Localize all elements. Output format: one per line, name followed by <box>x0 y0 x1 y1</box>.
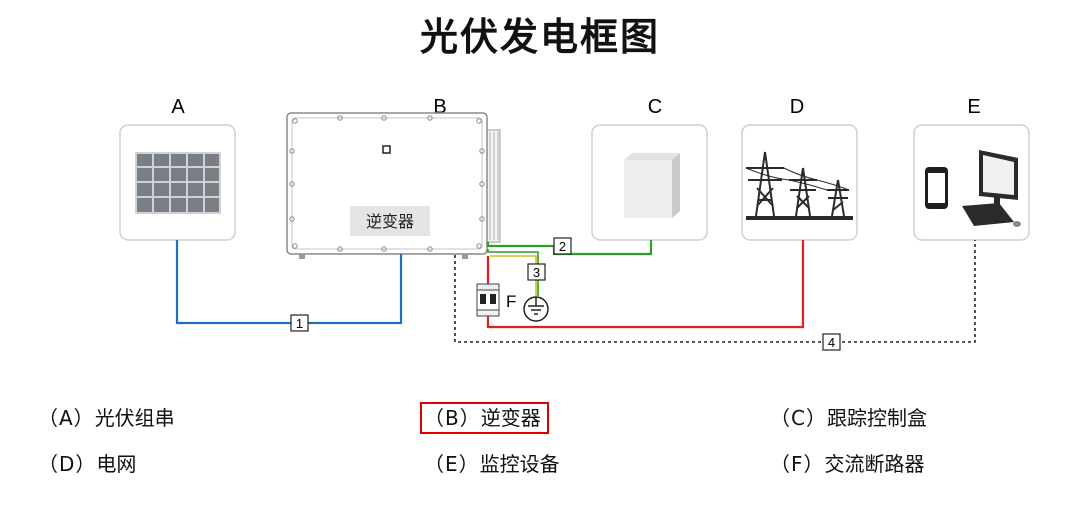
connection-3-label: 3 <box>533 265 540 280</box>
legend-item-c: （C）跟踪控制盒 <box>770 402 927 431</box>
label-d: D <box>790 96 804 118</box>
legend-item-d: （D）电网 <box>38 448 136 477</box>
ac-breaker-icon <box>476 283 500 317</box>
legend-text: 交流断路器 <box>824 452 925 476</box>
legend-key: （A） <box>38 406 95 430</box>
connection-2-comm-cable: 2 <box>486 237 653 256</box>
legend-key: （F） <box>770 452 825 476</box>
diagram-title: 光伏发电框图 <box>419 15 660 59</box>
connection-2-label: 2 <box>559 239 566 254</box>
legend-item-f: （F）交流断路器 <box>770 448 925 477</box>
legend-text: 监控设备 <box>479 452 560 476</box>
label-a: A <box>171 96 185 118</box>
legend-text: 逆变器 <box>480 406 541 430</box>
power-grid-tower-icon <box>745 151 853 220</box>
legend-key: （E） <box>424 452 480 476</box>
ac-grid-cable: F <box>476 240 805 329</box>
connection-4-label: 4 <box>828 335 835 350</box>
legend-text: 光伏组串 <box>94 406 175 430</box>
tracker-control-box-icon <box>624 153 680 218</box>
tracker-control-box <box>591 124 708 241</box>
legend-text: 电网 <box>96 452 137 476</box>
breaker-label: F <box>506 292 516 311</box>
power-grid-box <box>741 124 858 241</box>
label-c: C <box>648 96 662 118</box>
legend-item-a: （A）光伏组串 <box>38 402 175 431</box>
legend-key: （C） <box>770 406 827 430</box>
inverter-box: 逆变器 <box>286 112 501 259</box>
monitoring-box <box>913 124 1030 241</box>
inverter-icon <box>286 112 501 259</box>
legend-key: （B） <box>424 406 481 430</box>
legend-highlight-box: （B）逆变器 <box>420 402 549 434</box>
label-e: E <box>967 96 980 118</box>
legend-text: 跟踪控制盒 <box>826 406 927 430</box>
legend-item-b: （B）逆变器 <box>420 402 549 434</box>
inverter-label: 逆变器 <box>366 212 414 231</box>
connection-3-ground-cable: 3 <box>487 249 549 322</box>
pv-string-box <box>119 124 236 241</box>
legend-key: （D） <box>38 452 97 476</box>
ground-symbol-icon <box>523 296 549 322</box>
connection-4-monitor-cable: 4 <box>454 240 976 351</box>
phone-and-computer-icon <box>925 150 1021 227</box>
connection-1-label: 1 <box>296 316 303 331</box>
legend-item-e: （E）监控设备 <box>424 448 560 477</box>
solar-panel-icon <box>135 152 221 214</box>
connection-1-dc-cable: 1 <box>175 240 403 332</box>
